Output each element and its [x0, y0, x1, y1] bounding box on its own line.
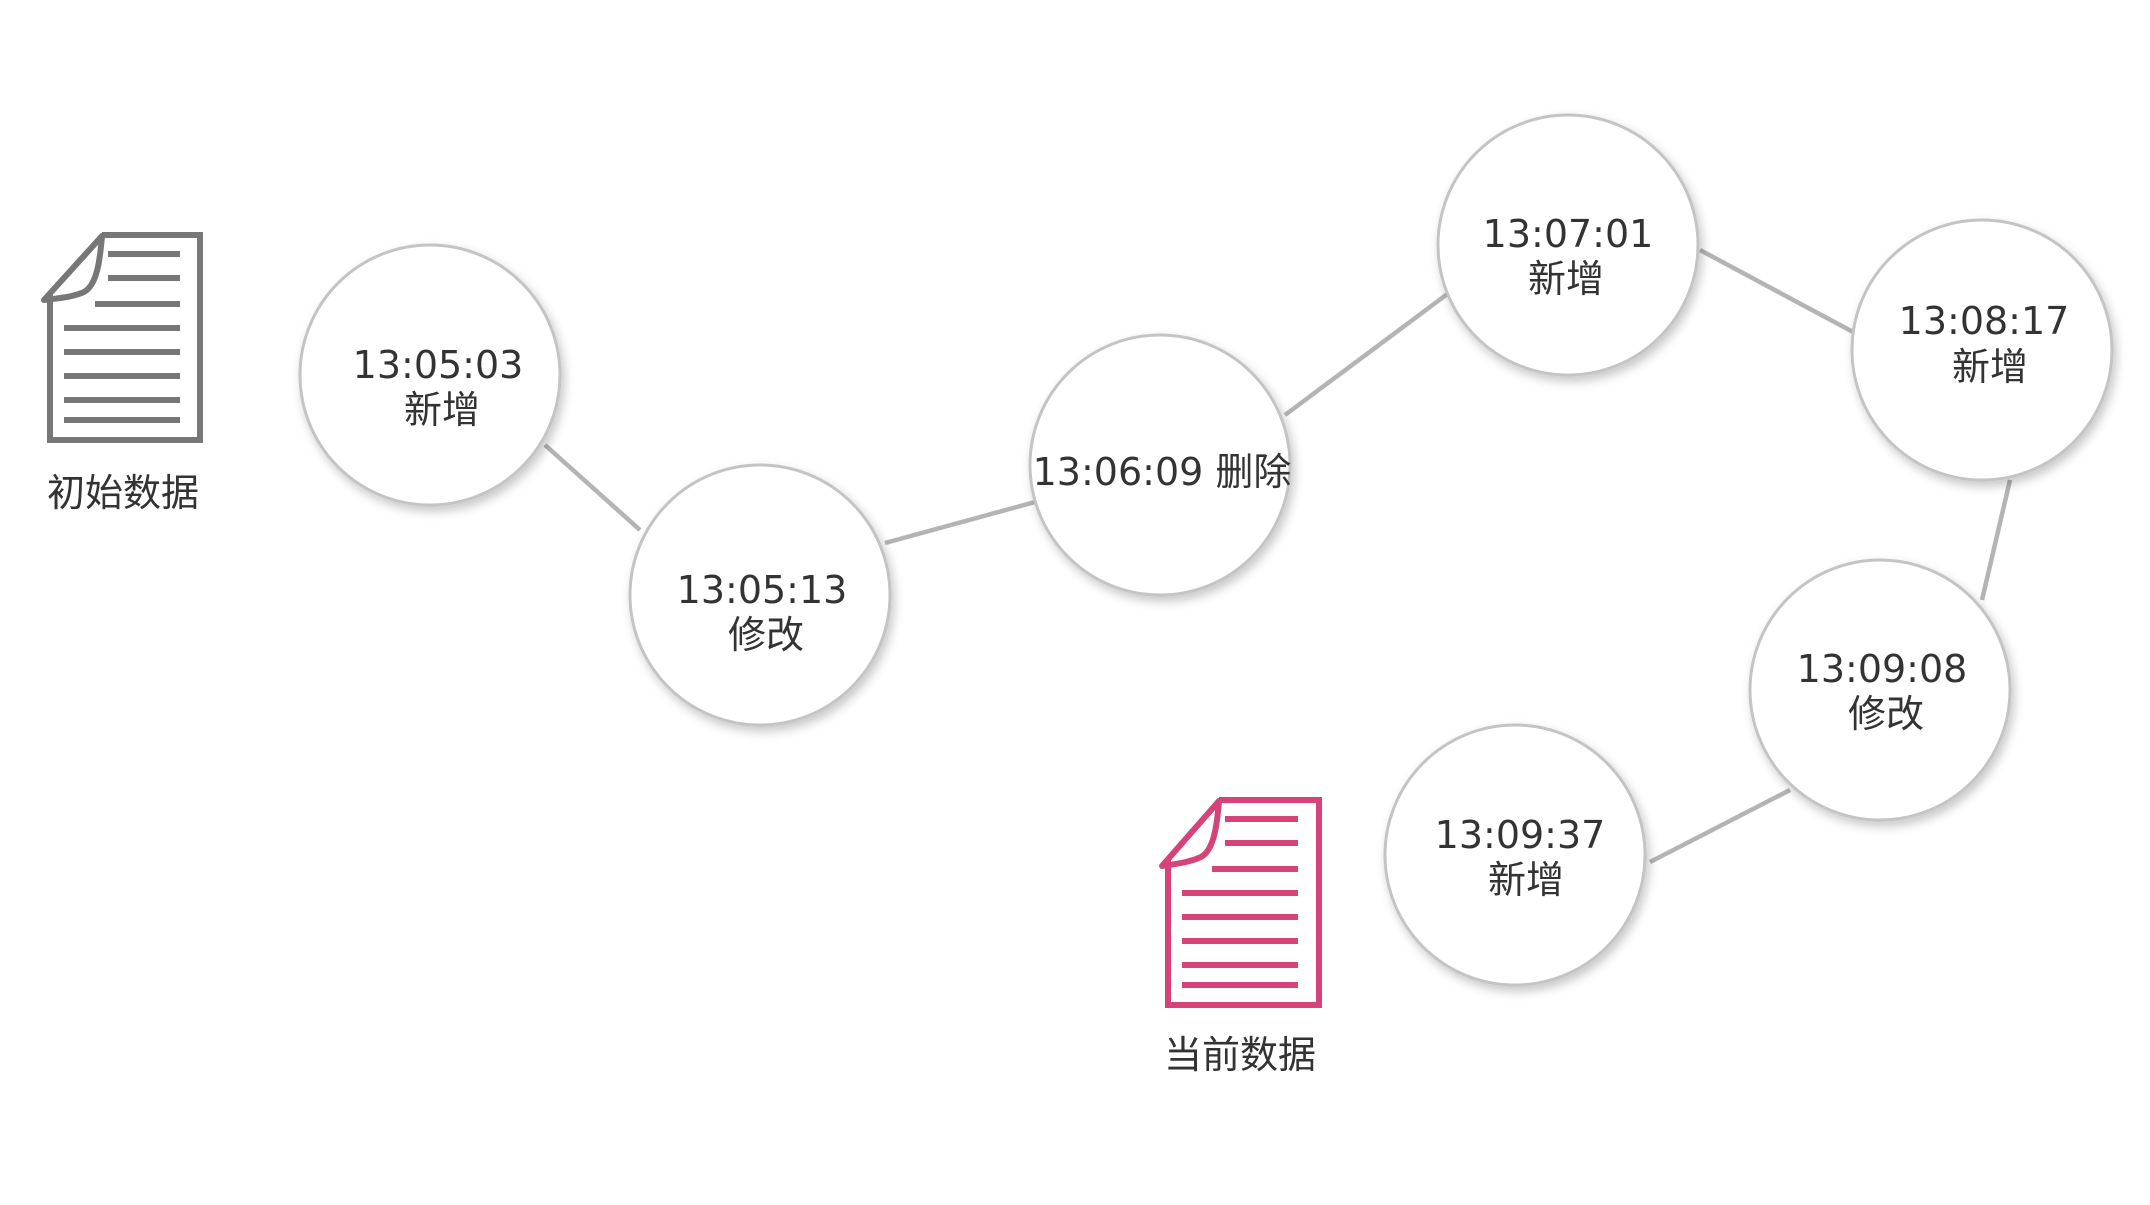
node-action: 新增: [1528, 257, 1604, 301]
current-data-document: 当前数据: [1159, 797, 1322, 1077]
timeline-edges: [543, 248, 2013, 865]
timeline-node: 13:05:03 新增: [298, 243, 562, 507]
node-action: 新增: [404, 388, 480, 432]
node-action: 修改: [1848, 692, 1924, 736]
node-time: 13:05:13: [677, 568, 848, 612]
timeline-node: 13:06:09 删除: [1028, 333, 1292, 597]
node-time: 13:06:09 删除: [1033, 450, 1292, 494]
node-time: 13:09:37: [1435, 813, 1606, 857]
timeline-node: 13:09:37 新增: [1383, 723, 1647, 987]
node-time: 13:08:17: [1899, 299, 2070, 343]
timeline-edge: [1648, 787, 1792, 865]
node-time: 13:07:01: [1483, 212, 1654, 256]
timeline-node: 13:08:17 新增: [1850, 218, 2114, 482]
node-action: 新增: [1488, 858, 1564, 902]
document-icon: [41, 232, 203, 443]
node-action: 新增: [1952, 345, 2028, 389]
timeline-edge: [884, 499, 1036, 546]
node-time: 13:09:08: [1797, 647, 1968, 691]
timeline-edge: [1283, 290, 1452, 417]
current-data-label: 当前数据: [1164, 1033, 1316, 1077]
timeline-nodes: 13:05:03 新增 13:05:13 修改 13:06:09 删除 13:0…: [298, 113, 2114, 987]
node-time: 13:05:03: [353, 343, 524, 387]
timeline-node: 13:07:01 新增: [1436, 113, 1700, 377]
timeline-edge: [1979, 479, 2013, 601]
timeline-node: 13:05:13 修改: [628, 463, 892, 727]
initial-data-document: 初始数据: [41, 232, 203, 515]
timeline-node: 13:09:08 修改: [1748, 558, 2012, 822]
node-action: 修改: [728, 613, 804, 657]
initial-data-label: 初始数据: [47, 471, 199, 515]
timeline-edge: [543, 443, 642, 532]
document-icon: [1159, 797, 1322, 1008]
timeline-edge: [1698, 248, 1857, 335]
